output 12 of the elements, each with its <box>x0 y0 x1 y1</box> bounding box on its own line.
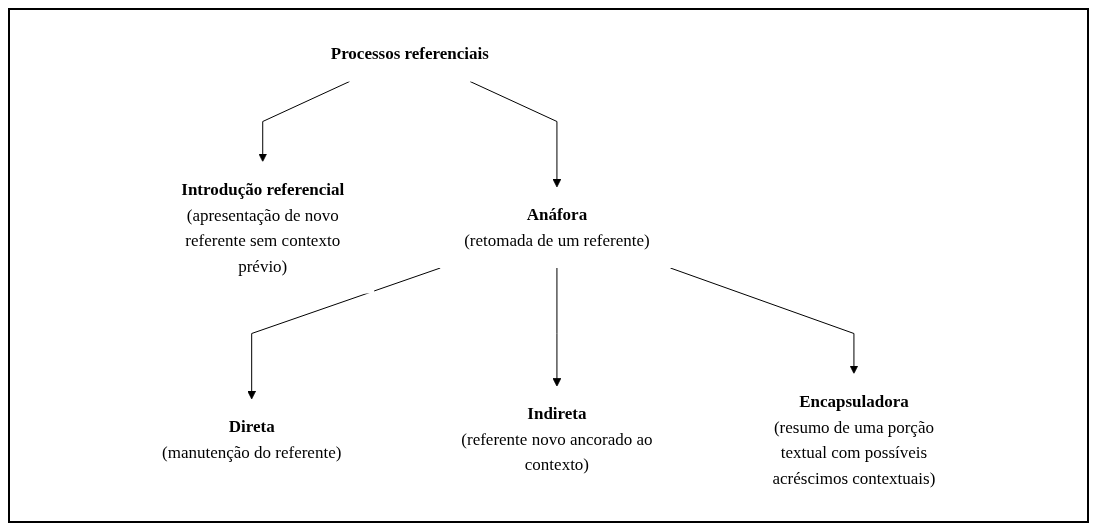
node-text: Anáfora (retomada de um referente) <box>463 204 650 250</box>
node-text: Introdução referencial (apresentação de novo referente sem contexto prévio) <box>181 179 344 275</box>
node-text: Processos referenciais <box>330 43 489 63</box>
arrow <box>258 80 350 162</box>
node-text: Indireta (referente novo ancorado ao contexto) <box>461 404 653 474</box>
frame-border: Processos referenciais Introdução referencial (apresentação de novo referente sem contexto prévio) Anáfora (retomada de um referente) Direta (manutenção do referente) Indireta (referente novo ancorado ao contexto) Encapsuladora (resumo de uma porção textual com possíveis acréscimos contextuais) <box>8 8 1089 523</box>
node-text: Encapsuladora (resumo de uma porção textual com possíveis acréscimos contextuais) <box>772 391 936 487</box>
arrow <box>247 267 441 400</box>
node-text: Direta (manutenção do referente) <box>161 416 342 462</box>
arrow <box>552 267 562 387</box>
arrow <box>469 80 562 188</box>
arrow <box>669 267 859 374</box>
